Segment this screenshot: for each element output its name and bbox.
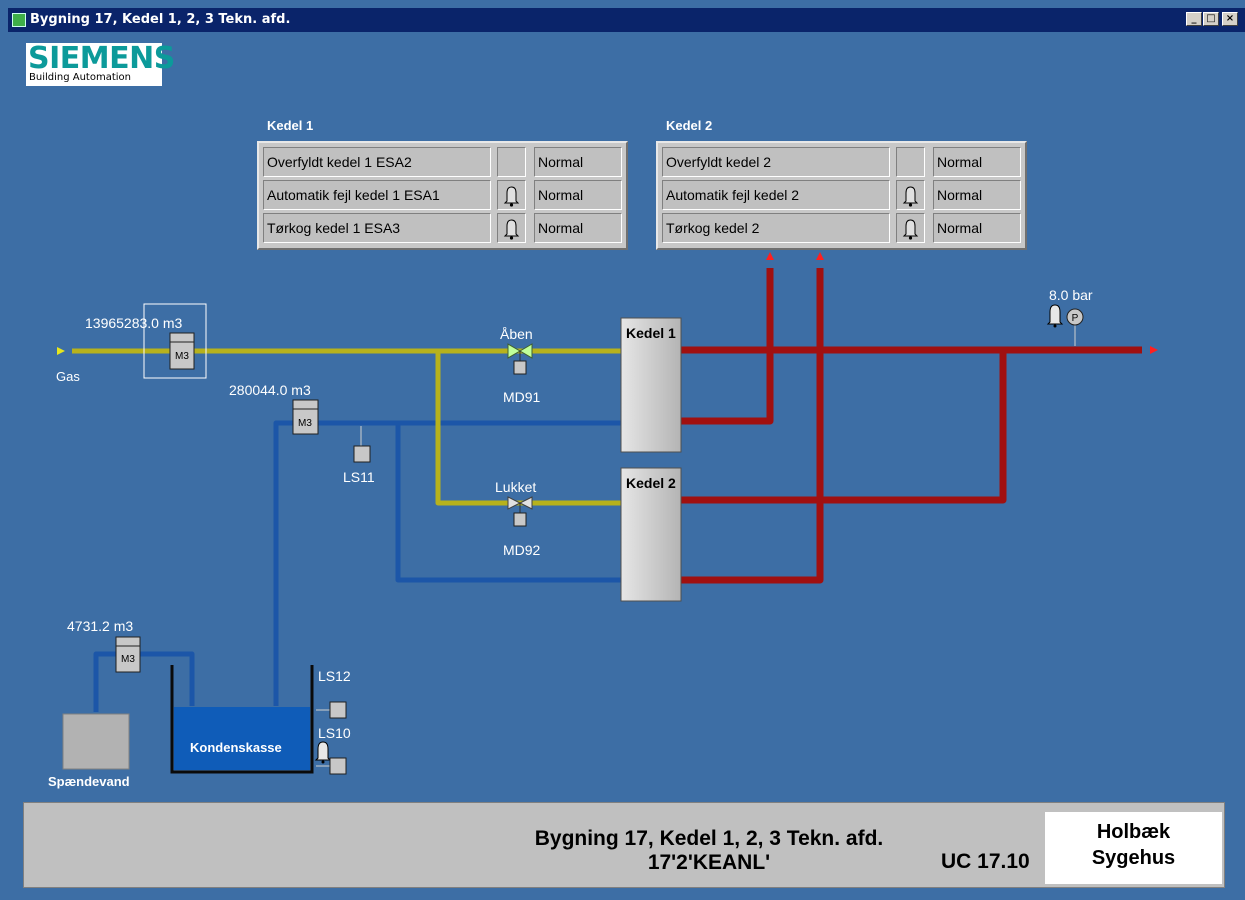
- boiler-1-label: Kedel 1: [626, 325, 676, 341]
- gas-meter-unit: M3: [175, 351, 189, 362]
- bell-icon: [902, 219, 919, 240]
- water-meter-unit: M3: [298, 418, 312, 429]
- kedel2-row2-icon-cell[interactable]: [896, 180, 925, 210]
- ls12-label: LS12: [318, 668, 351, 684]
- feed-meter-unit: M3: [121, 654, 135, 665]
- condensate-tank-label: Kondenskasse: [190, 740, 282, 755]
- maximize-button[interactable]: □: [1203, 12, 1219, 26]
- kedel2-panel-title: Kedel 2: [666, 118, 713, 133]
- kedel2-status-panel: Overfyldt kedel 2 Normal Automatik fejl …: [656, 141, 1027, 250]
- md92-state: Lukket: [495, 479, 536, 495]
- kedel2-row1-status: Normal: [933, 147, 1021, 177]
- water-meter-icon[interactable]: M3: [292, 399, 319, 435]
- gas-inlet-arrow-icon: [57, 347, 65, 355]
- kedel2-row1-icon-cell: [896, 147, 925, 177]
- kedel1-row2-status: Normal: [534, 180, 622, 210]
- kedel2-row3-icon-cell[interactable]: [896, 213, 925, 243]
- ls10-label: LS10: [318, 725, 351, 741]
- title-bar[interactable]: Bygning 17, Kedel 1, 2, 3 Tekn. afd. _ □…: [8, 8, 1245, 32]
- kedel2-row1-label: Overfyldt kedel 2: [662, 147, 890, 177]
- site-line1: Holbæk: [1096, 821, 1171, 843]
- kedel2-row3-status: Normal: [933, 213, 1021, 243]
- kedel1-status-panel: Overfyldt kedel 1 ESA2 Normal Automatik …: [257, 141, 628, 250]
- kedel1-row3-icon-cell[interactable]: [497, 213, 526, 243]
- bell-icon: [503, 219, 520, 240]
- kedel1-row1-icon-cell: [497, 147, 526, 177]
- water-pipes: [93, 420, 625, 712]
- site-line2: Sygehus: [1091, 847, 1176, 869]
- boiler-1[interactable]: [620, 317, 682, 453]
- valve-md91-icon[interactable]: [507, 343, 533, 375]
- ls10-sensor[interactable]: [329, 757, 347, 775]
- gas-meter-selection[interactable]: [143, 303, 207, 379]
- md91-label: MD91: [503, 389, 541, 405]
- pressure-value: 8.0 bar: [1049, 287, 1093, 303]
- process-diagram: Gas 13965283.0 m3 M3 280044.0 m3 M3 LS11…: [48, 252, 1158, 789]
- pressure-symbol: P: [1072, 313, 1079, 324]
- ls11-sensor[interactable]: [353, 445, 371, 463]
- ls12-sensor[interactable]: [329, 701, 347, 719]
- md92-label: MD92: [503, 542, 541, 558]
- kedel1-panel-title: Kedel 1: [267, 118, 314, 133]
- bell-icon: [902, 186, 919, 207]
- water-meter-value: 280044.0 m3: [229, 382, 311, 398]
- footer-panel: Bygning 17, Kedel 1, 2, 3 Tekn. afd. 17'…: [23, 802, 1225, 888]
- close-button[interactable]: ×: [1222, 12, 1238, 26]
- feedwater-label: Spændevand: [48, 774, 130, 789]
- kedel2-row2-label: Automatik fejl kedel 2: [662, 180, 890, 210]
- feed-meter-value: 4731.2 m3: [67, 618, 133, 634]
- ls10-alarm-bell-icon[interactable]: [314, 741, 332, 764]
- kedel1-row3-label: Tørkog kedel 1 ESA3: [263, 213, 491, 243]
- bell-icon: [503, 186, 520, 207]
- md91-state: Åben: [500, 326, 533, 342]
- feed-meter-icon[interactable]: M3: [115, 636, 141, 673]
- kedel2-row2-status: Normal: [933, 180, 1021, 210]
- footer-uc-label: UC 17.10: [941, 850, 1030, 873]
- app-icon: [12, 13, 26, 27]
- footer-title-line1: Bygning 17, Kedel 1, 2, 3 Tekn. afd.: [534, 827, 884, 850]
- footer-title: Bygning 17, Kedel 1, 2, 3 Tekn. afd. 17'…: [499, 827, 919, 875]
- gas-meter-value: 13965283.0 m3: [85, 315, 183, 331]
- ls11-label: LS11: [343, 469, 375, 485]
- kedel1-row1-status: Normal: [534, 147, 622, 177]
- flow-arrow-icon: [1150, 346, 1158, 354]
- logo-brand: SIEMENS: [28, 41, 175, 76]
- pressure-sensor-icon[interactable]: P: [1066, 308, 1084, 326]
- kedel1-row1-label: Overfyldt kedel 1 ESA2: [263, 147, 491, 177]
- valve-md92-icon[interactable]: [507, 496, 533, 527]
- logo-subtitle: Building Automation: [29, 72, 131, 83]
- gas-label: Gas: [56, 369, 80, 384]
- flow-arrow-icon: [816, 252, 824, 260]
- boiler-2[interactable]: [620, 467, 682, 602]
- flow-arrow-icon: [766, 252, 774, 260]
- kedel2-row3-label: Tørkog kedel 2: [662, 213, 890, 243]
- condensate-tank-wall: [170, 665, 314, 774]
- gas-meter-icon[interactable]: M3: [169, 332, 195, 370]
- gas-pipes: [72, 348, 625, 506]
- minimize-button[interactable]: _: [1186, 12, 1202, 26]
- feedwater-tank[interactable]: [62, 713, 130, 770]
- boiler-2-label: Kedel 2: [626, 475, 676, 491]
- kedel1-row3-status: Normal: [534, 213, 622, 243]
- site-box: Holbæk Sygehus: [1045, 812, 1222, 884]
- hot-water-pipes: [680, 268, 1142, 584]
- siemens-logo: SIEMENS Building Automation: [26, 43, 175, 86]
- condensate-tank[interactable]: [174, 707, 310, 770]
- kedel1-row2-label: Automatik fejl kedel 1 ESA1: [263, 180, 491, 210]
- footer-title-line2: 17'2'KEANL': [647, 851, 771, 874]
- pressure-alarm-bell-icon[interactable]: [1046, 304, 1064, 328]
- window-title: Bygning 17, Kedel 1, 2, 3 Tekn. afd.: [30, 12, 291, 27]
- kedel1-row2-icon-cell[interactable]: [497, 180, 526, 210]
